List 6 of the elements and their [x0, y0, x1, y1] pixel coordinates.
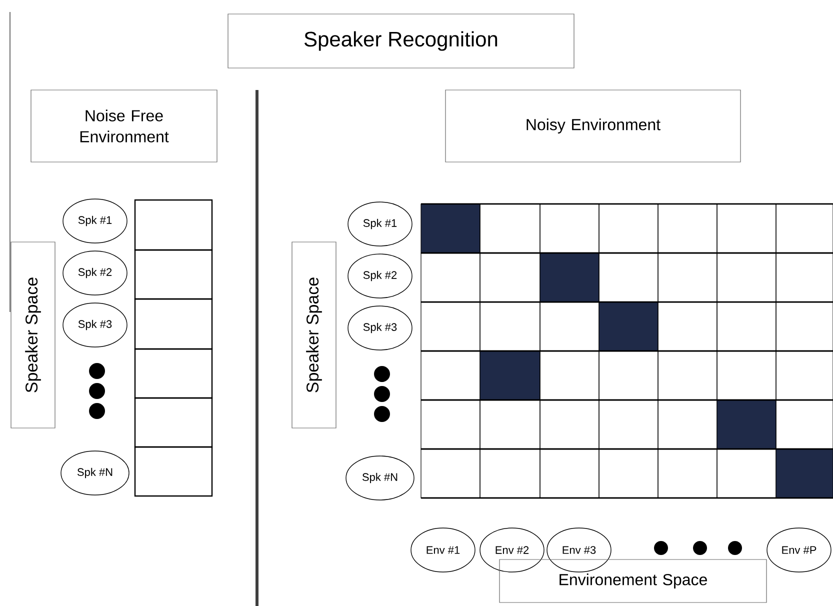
heading-box: Noisy Environment	[445, 90, 741, 162]
heading-box: Noise Free Environment	[30, 90, 218, 162]
heading-box: Environement Space	[499, 559, 767, 603]
axis-label-box: Speaker Space	[10, 242, 56, 428]
title-box: Speaker Recognition	[228, 14, 574, 68]
axis-label-box: Speaker Space	[292, 242, 336, 428]
